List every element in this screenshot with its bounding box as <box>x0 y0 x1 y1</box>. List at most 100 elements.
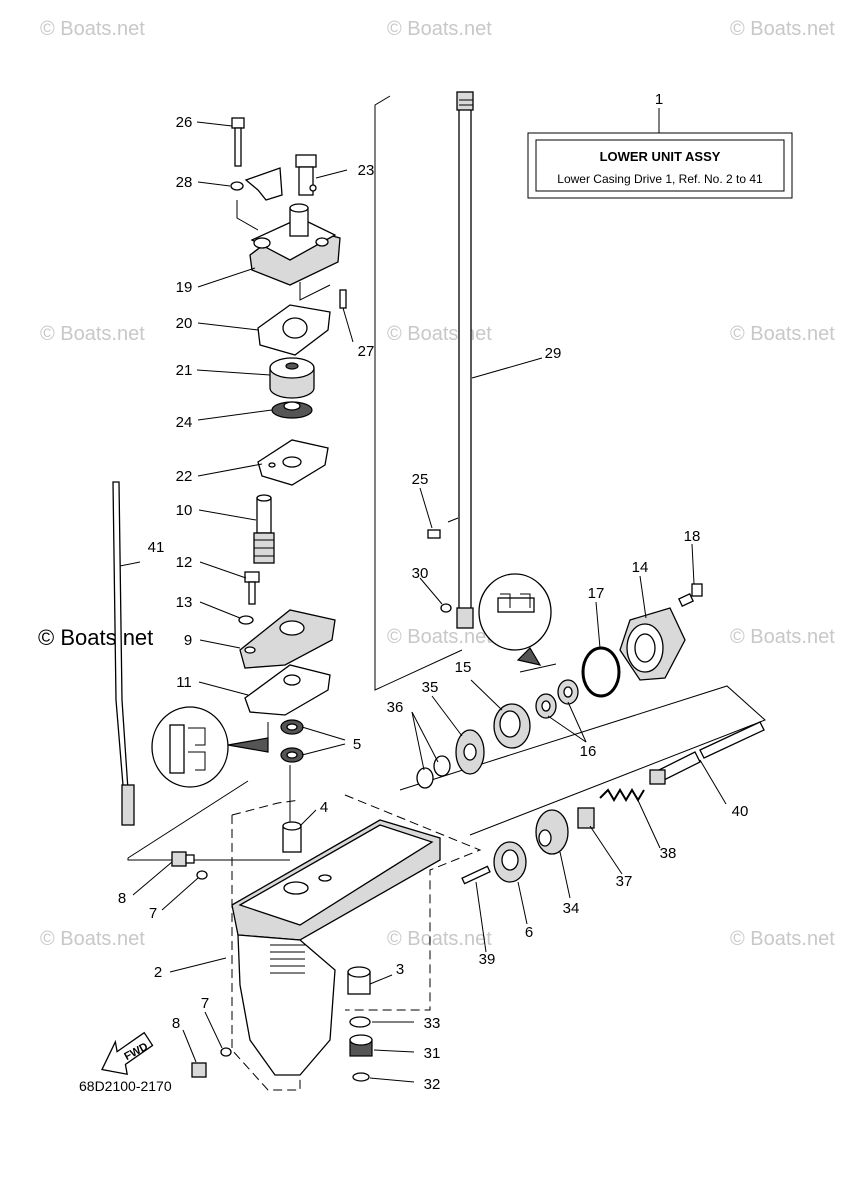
watermark-top-left: © Boats.net <box>40 18 145 40</box>
casing-fins <box>270 944 305 974</box>
callout-24: 24 <box>176 414 193 431</box>
part-pin-27 <box>339 289 347 309</box>
part-plate-22 <box>257 439 329 486</box>
callout-40: 40 <box>732 803 749 820</box>
callout-16: 16 <box>580 743 597 760</box>
part-bushing-3 <box>347 966 371 995</box>
part-bushings-16 <box>535 679 579 719</box>
callout-31: 31 <box>424 1045 441 1062</box>
callout-2: 2 <box>154 964 162 981</box>
watermark-row2-right: © Boats.net <box>730 323 835 345</box>
part-drive-shaft <box>456 91 474 629</box>
part-gasket-11 <box>244 664 331 716</box>
callout-20: 20 <box>176 315 193 332</box>
watermark-top-right: © Boats.net <box>730 18 835 40</box>
part-pump-housing-19 <box>249 203 341 286</box>
watermark-row2-left: © Boats.net <box>40 323 145 345</box>
callout-39: 39 <box>479 951 496 968</box>
callout-11: 11 <box>176 674 192 691</box>
callout-17: 17 <box>588 585 605 602</box>
callout-27: 27 <box>358 343 375 360</box>
callout-numbers: 1 2 3 4 5 6 7 7 8 8 9 10 11 12 13 14 15 … <box>118 91 749 1093</box>
callout-21: 21 <box>176 362 193 379</box>
part-gear-31 <box>349 1034 373 1057</box>
watermarks: © Boats.net © Boats.net © Boats.net © Bo… <box>40 18 835 950</box>
part-bearing-6 <box>493 841 527 883</box>
watermark-row4-right: © Boats.net <box>730 928 835 950</box>
copyright-mark: © Boats.net <box>38 625 153 650</box>
callout-7-upper: 7 <box>149 905 157 922</box>
watermark-top-center: © Boats.net <box>387 18 492 40</box>
callout-1: 1 <box>655 91 663 108</box>
part-23 <box>295 154 317 196</box>
diagram-code: 68D2100-2170 <box>79 1078 172 1094</box>
callout-35: 35 <box>422 679 439 696</box>
part-tube-10 <box>253 494 275 564</box>
callout-23: 23 <box>358 162 375 179</box>
callout-28: 28 <box>176 174 193 191</box>
title-box-title: LOWER UNIT ASSY <box>600 149 721 164</box>
callout-34: 34 <box>563 900 580 917</box>
callout-37: 37 <box>616 873 633 890</box>
callout-4: 4 <box>320 799 328 816</box>
callout-12: 12 <box>176 554 193 571</box>
part-washer-13 <box>238 615 254 625</box>
callout-13: 13 <box>176 594 193 611</box>
callout-3: 3 <box>396 961 404 978</box>
leader-lines <box>119 121 727 1083</box>
part-gear-35 <box>455 729 485 775</box>
part-prop-shaft-40 <box>649 721 765 785</box>
part-impeller-24 <box>271 401 313 419</box>
callout-7-lower: 7 <box>201 995 209 1012</box>
seal-detail-inset-right <box>478 573 552 666</box>
fwd-arrow: FWD <box>101 1031 154 1076</box>
callout-15: 15 <box>455 659 472 676</box>
callout-36: 36 <box>387 699 404 716</box>
part-lower-casing-2 <box>231 819 441 1076</box>
part-30 <box>440 603 452 613</box>
part-pin-39 <box>461 865 491 885</box>
part-gasket-20 <box>257 304 331 356</box>
callout-19: 19 <box>176 279 193 296</box>
part-shift-rod-41 <box>112 481 135 826</box>
callout-6: 6 <box>525 924 533 941</box>
callout-14: 14 <box>632 559 649 576</box>
part-gasket-7-upper <box>196 870 208 880</box>
part-plug-8-lower <box>191 1062 207 1078</box>
callout-38: 38 <box>660 845 677 862</box>
watermark-row3-right: © Boats.net <box>730 626 835 648</box>
callout-9: 9 <box>184 632 192 649</box>
part-clip-32 <box>352 1072 370 1082</box>
callout-8-upper: 8 <box>118 890 126 907</box>
reference-lines <box>127 95 766 861</box>
part-clutch-37 <box>577 807 595 829</box>
part-bolt-18 <box>678 583 703 608</box>
callout-26: 26 <box>176 114 193 131</box>
seal-detail-inset-left <box>151 706 269 788</box>
part-washer-36b <box>416 767 434 789</box>
part-pin-25 <box>427 529 441 539</box>
part-seals-5 <box>280 719 304 763</box>
callout-32: 32 <box>424 1076 441 1093</box>
part-plug-8-upper <box>171 851 195 867</box>
callout-18: 18 <box>684 528 701 545</box>
part-insert-21 <box>269 357 315 399</box>
part-gasket-7-lower <box>220 1047 232 1057</box>
callout-41: 41 <box>148 539 165 556</box>
part-cap-14 <box>619 607 686 681</box>
part-oring-17 <box>581 646 621 698</box>
watermark-row2-center: © Boats.net <box>387 323 492 345</box>
part-bolt-12 <box>244 571 260 605</box>
title-box: LOWER UNIT ASSY Lower Casing Drive 1, Re… <box>527 108 793 199</box>
callout-22: 22 <box>176 468 193 485</box>
part-bolt-26 <box>231 117 245 167</box>
callout-5: 5 <box>353 736 361 753</box>
title-box-subtitle: Lower Casing Drive 1, Ref. No. 2 to 41 <box>557 172 763 186</box>
callout-33: 33 <box>424 1015 441 1032</box>
callout-8-lower: 8 <box>172 1015 180 1032</box>
part-plate-28 <box>230 167 283 201</box>
watermark-row4-center: © Boats.net <box>387 928 492 950</box>
part-33 <box>349 1016 371 1028</box>
watermark-row4-left: © Boats.net <box>40 928 145 950</box>
